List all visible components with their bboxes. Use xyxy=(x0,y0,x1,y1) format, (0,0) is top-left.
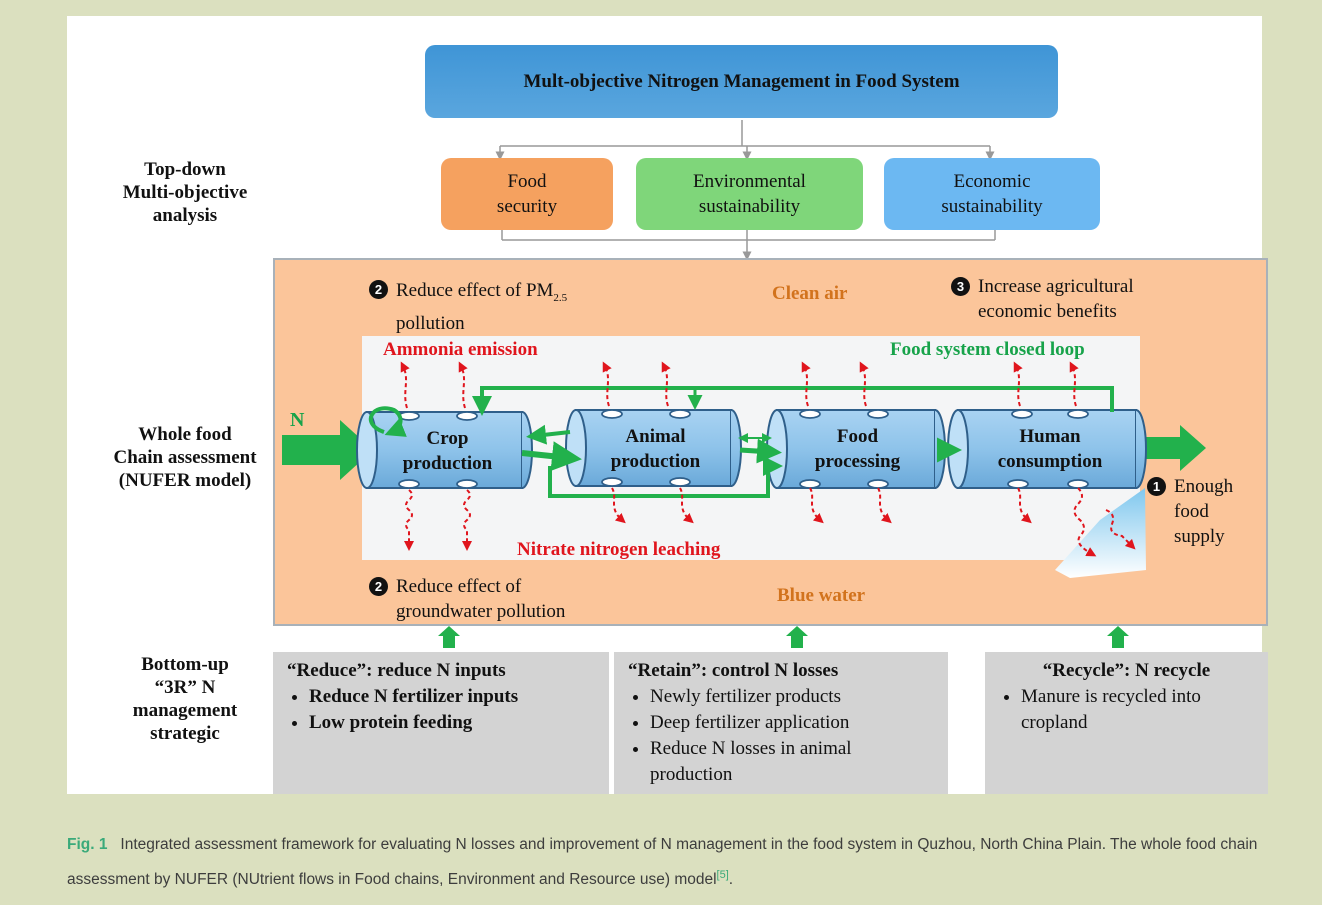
side-label-whole-chain: Whole food Chain assessment (NUFER model… xyxy=(113,424,257,491)
strategy-item: Low protein feeding xyxy=(309,710,609,736)
stage-label: Food processing xyxy=(814,426,901,472)
badge-3-icon: 3 xyxy=(951,277,970,296)
cylinder-ports xyxy=(398,409,1089,489)
goal-pm25: 2 Reduce effect of PM2.5 pollution xyxy=(369,278,567,336)
output-arrow xyxy=(1138,425,1206,471)
goal-groundwater-text: Reduce effect of groundwater pollution xyxy=(396,576,566,622)
badge-2-icon: 2 xyxy=(369,280,388,299)
leaching-arrows xyxy=(404,487,1032,551)
badge-2-icon: 2 xyxy=(369,577,388,596)
up-arrow-icon xyxy=(1107,626,1129,648)
strategy-item: Reduce N fertilizer inputs xyxy=(309,684,609,710)
label-ammonia-emission: Ammonia emission xyxy=(383,339,538,360)
ammonia-arrows xyxy=(400,361,1079,409)
green-flows xyxy=(472,386,1114,498)
goal-food-supply: 1 Enough food supply xyxy=(1147,474,1233,549)
strategy-item: Reduce N losses in animal production xyxy=(650,736,890,788)
stage-food-processing: Food processing xyxy=(790,410,925,488)
label-closed-loop: Food system closed loop xyxy=(890,339,1085,360)
objective-label: Environmental sustainability xyxy=(693,171,806,217)
stage-label: Animal production xyxy=(610,426,701,472)
caption-text: Integrated assessment framework for eval… xyxy=(67,836,1258,889)
pm-subscript: 2.5 xyxy=(553,291,568,304)
strategy-recycle: “Recycle”: N recycle Manure is recycled … xyxy=(985,652,1268,794)
cylinder-human-consumption xyxy=(947,409,1147,489)
goal-economic: 3 Increase agricultural economic benefit… xyxy=(951,274,1134,324)
strategy-item: Newly fertilizer products xyxy=(650,684,948,710)
label-n-input: N xyxy=(290,409,305,431)
label-blue-water: Blue water xyxy=(777,585,866,606)
up-arrow-icon xyxy=(438,626,460,648)
side-label-bottom-up: Bottom-up “3R” N management strategic xyxy=(132,654,238,744)
stage-animal-production: Animal production xyxy=(588,410,723,488)
strategy-heading: “Reduce”: reduce N inputs xyxy=(287,660,506,681)
stage-label: Human consumption xyxy=(997,426,1103,472)
caption-end: . xyxy=(728,871,734,889)
goal-economic-text: Increase agricultural economic benefits xyxy=(978,276,1134,322)
stage-crop-production: Crop production xyxy=(380,412,515,490)
crop-recycle-curl-icon xyxy=(369,406,407,437)
goal-pm25-text2: pollution xyxy=(396,312,465,334)
strategy-item: Deep fertilizer application xyxy=(650,710,948,736)
up-arrow-icon xyxy=(786,626,808,648)
strategy-item: Manure is recycled into cropland xyxy=(1021,684,1241,736)
objective-label: Economic sustainability xyxy=(941,171,1043,217)
objective-economic-sustainability: Economic sustainability xyxy=(884,158,1100,230)
strategy-retain: “Retain”: control N losses Newly fertili… xyxy=(614,652,948,794)
caption-label: Fig. 1 xyxy=(67,836,108,853)
goal-pm25-text: Reduce effect of PM xyxy=(396,280,554,301)
label-nitrate-leaching: Nitrate nitrogen leaching xyxy=(517,539,721,560)
food-supply-wedge xyxy=(1055,488,1146,578)
framework-title: Mult-objective Nitrogen Management in Fo… xyxy=(425,45,1058,118)
food-waste-arrows xyxy=(1073,487,1136,557)
n-input-arrow xyxy=(282,420,373,480)
strategy-heading: “Recycle”: N recycle xyxy=(1042,660,1211,681)
label-clean-air: Clean air xyxy=(772,283,848,304)
strategy-heading: “Retain”: control N losses xyxy=(628,660,839,681)
side-label-top-down: Top-down Multi-objective analysis xyxy=(122,159,248,226)
stage-label: Crop production xyxy=(402,428,493,474)
goal-food-supply-text: Enough food supply xyxy=(1174,476,1234,547)
badge-1-icon: 1 xyxy=(1147,477,1166,496)
objective-label: Food security xyxy=(496,171,558,217)
objective-environmental-sustainability: Environmental sustainability xyxy=(636,158,863,230)
figure-caption: Fig. 1 Integrated assessment framework f… xyxy=(67,830,1272,895)
stage-human-consumption: Human consumption xyxy=(970,410,1130,488)
goal-groundwater: 2 Reduce effect of groundwater pollution xyxy=(369,574,565,624)
caption-citation[interactable]: [5] xyxy=(716,869,729,881)
strategy-reduce: “Reduce”: reduce N inputs Reduce N ferti… xyxy=(273,652,609,794)
objective-food-security: Food security xyxy=(441,158,613,230)
